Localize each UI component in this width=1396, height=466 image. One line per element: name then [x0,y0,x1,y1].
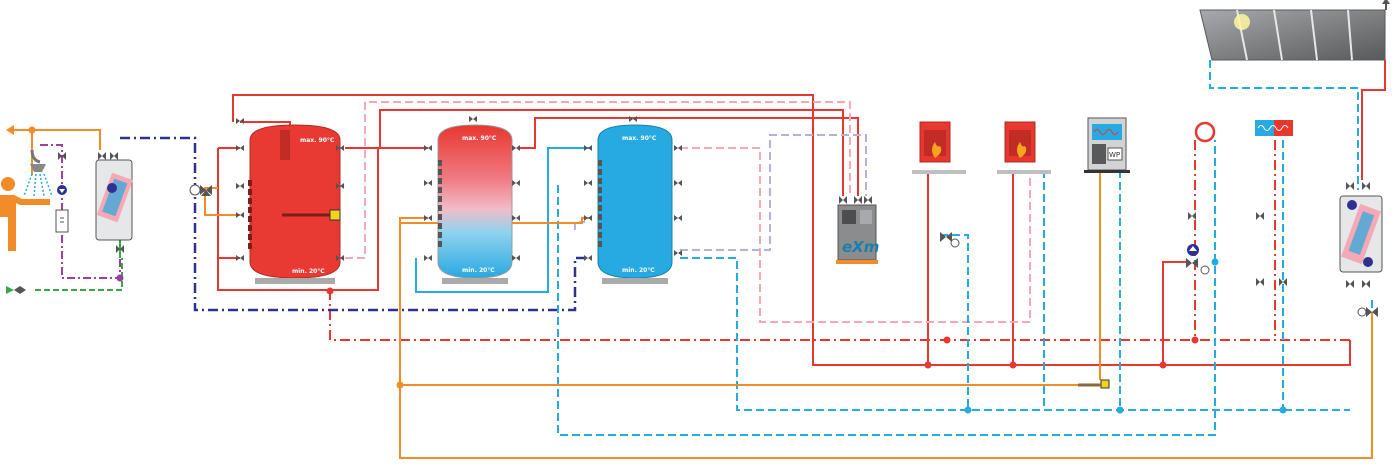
tank2-valves-icon [424,116,520,261]
pipe-lavender-dashed [680,134,867,251]
pump-icon [57,185,67,195]
three-way-valve-icon [189,184,212,196]
valve-cluster-icon [58,152,124,253]
tank1-max-label: max. 90°C [300,137,335,144]
pipe-pink-dashed [345,101,851,259]
tank3-max-label: max. 90°C [622,135,657,142]
fire-icon [932,142,942,158]
pipe-red-pump-loop [1162,261,1190,365]
orange-sensor-icon [1078,379,1110,389]
tank1-min-label: min. 20°C [292,268,325,275]
three-way-valve-icon [940,232,960,248]
buffer-tank-2: max. 90°C min. 20°C [424,116,520,284]
shower-icon [23,149,53,197]
pipe-cold-dashed-1 [680,257,1350,411]
electric-heater-icon [1255,120,1293,136]
pipe-cold-dashed-3 [940,234,969,410]
pipe-navy-dashdot [120,136,590,312]
three-way-valve-icon [1357,307,1378,317]
pipe-red-hex-right [1361,60,1386,180]
buffer-tank-3: max. 90°C min. 20°C [584,116,682,284]
person-icon [0,177,50,251]
pipe-hot-flow-top [232,94,1351,366]
fire-icon [1017,142,1027,158]
pipe-cold-tank2-loop [415,147,590,293]
heat-exchanger-icon [95,159,133,241]
mixing-valve-icon [55,209,69,233]
stove-2 [997,121,1051,174]
tank3-valves-icon [584,116,682,261]
tank1-valves-icon [236,118,344,261]
pipe-cold-dashed-2 [557,140,1216,436]
dhw-arrow-icon [6,125,14,135]
pipe-red-dashdot [329,290,1350,341]
pipe-purple-dashdot [40,144,121,279]
valves-misc-icon [1188,212,1287,286]
pipe-orange-dhw [12,129,101,150]
junction-dots [28,126,1287,414]
three-way-valve-icon [1186,258,1210,275]
pump-icon [1187,244,1199,256]
shower-group [0,125,133,294]
tank2-min-label: min. 20°C [462,267,495,274]
pipe-pink-dashed-2 [680,147,1031,323]
pipe-cold-dashed-solar [1209,60,1359,190]
pipe-hot-to-boiler-2 [518,117,859,196]
heat-pump-icon: WP [1084,117,1130,173]
tank3-min-label: min. 20°C [622,267,655,274]
solar-collector-icon [1199,0,1390,61]
pipe-green-dashed [35,258,123,291]
boiler-brand-label: eXm [842,238,879,256]
inlet-valves-icon [6,286,26,294]
pipe-hot-to-boiler-1 [345,109,844,196]
pipes [12,60,1386,459]
tank2-max-label: max. 90°C [462,135,497,142]
stove-1 [912,121,966,174]
pipe-red-loop-left [217,147,428,291]
boiler-icon: eXm [836,196,879,264]
pipe-orange-tank3 [399,217,1373,459]
solar-heat-exchanger-icon [1339,182,1383,288]
buffer-tank-1: max. 90°C min. 20°C [236,118,344,284]
expansion-vessel-icon [1194,121,1216,143]
heat-pump-label: WP [1109,151,1120,159]
